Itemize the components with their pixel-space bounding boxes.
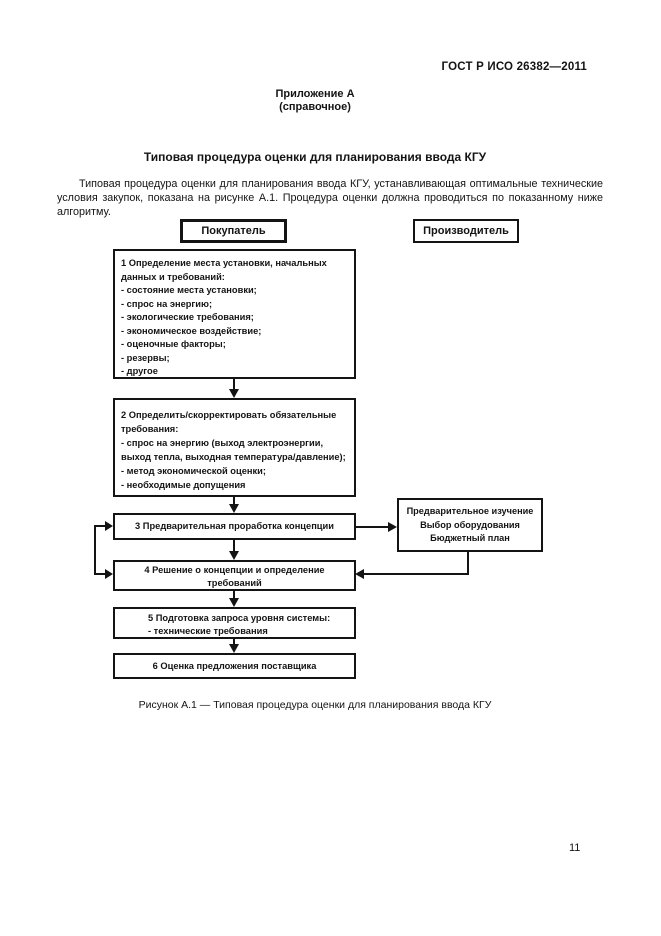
page-header: ГОСТ Р ИСО 26382—2011 bbox=[441, 61, 587, 73]
arrow-step1-step2 bbox=[229, 379, 239, 398]
flow-box-step-6: 6 Оценка предложения поставщика bbox=[113, 653, 356, 679]
section-title: Типовая процедура оценки для планировани… bbox=[143, 150, 487, 164]
flow-box-step-5: 5 Подготовка запроса уровня системы: - т… bbox=[113, 607, 356, 639]
appendix-label: Приложение А bbox=[275, 88, 355, 100]
actor-box-manufacturer: Производитель bbox=[413, 219, 519, 243]
arrow-step3-sidebox bbox=[355, 522, 397, 532]
arrow-step2-step3 bbox=[229, 497, 239, 513]
actor-box-buyer: Покупатель bbox=[180, 219, 287, 243]
arrow-sidebox-step4 bbox=[355, 552, 469, 579]
figure-caption: Рисунок А.1 — Типовая процедура оценки д… bbox=[138, 699, 492, 711]
flow-box-step-4: 4 Решение о концепции и определение треб… bbox=[113, 560, 356, 591]
arrow-step5-step6 bbox=[229, 639, 239, 653]
feedback-bracket-left bbox=[94, 521, 113, 579]
side-box-preliminary-study: Предварительное изучение Выбор оборудова… bbox=[397, 498, 543, 552]
flow-box-step-3: 3 Предварительная проработка концепции bbox=[113, 513, 356, 540]
appendix-note: (справочное) bbox=[279, 101, 351, 113]
flow-box-step-2: 2 Определить/скорректировать обязательны… bbox=[113, 398, 356, 497]
arrow-step4-step5 bbox=[229, 591, 239, 607]
flow-box-step-1: 1 Определение места установки, начальных… bbox=[113, 249, 356, 379]
intro-paragraph: Типовая процедура оценки для планировани… bbox=[57, 178, 603, 218]
page-number: 11 bbox=[569, 842, 581, 854]
arrow-step3-step4 bbox=[229, 540, 239, 560]
